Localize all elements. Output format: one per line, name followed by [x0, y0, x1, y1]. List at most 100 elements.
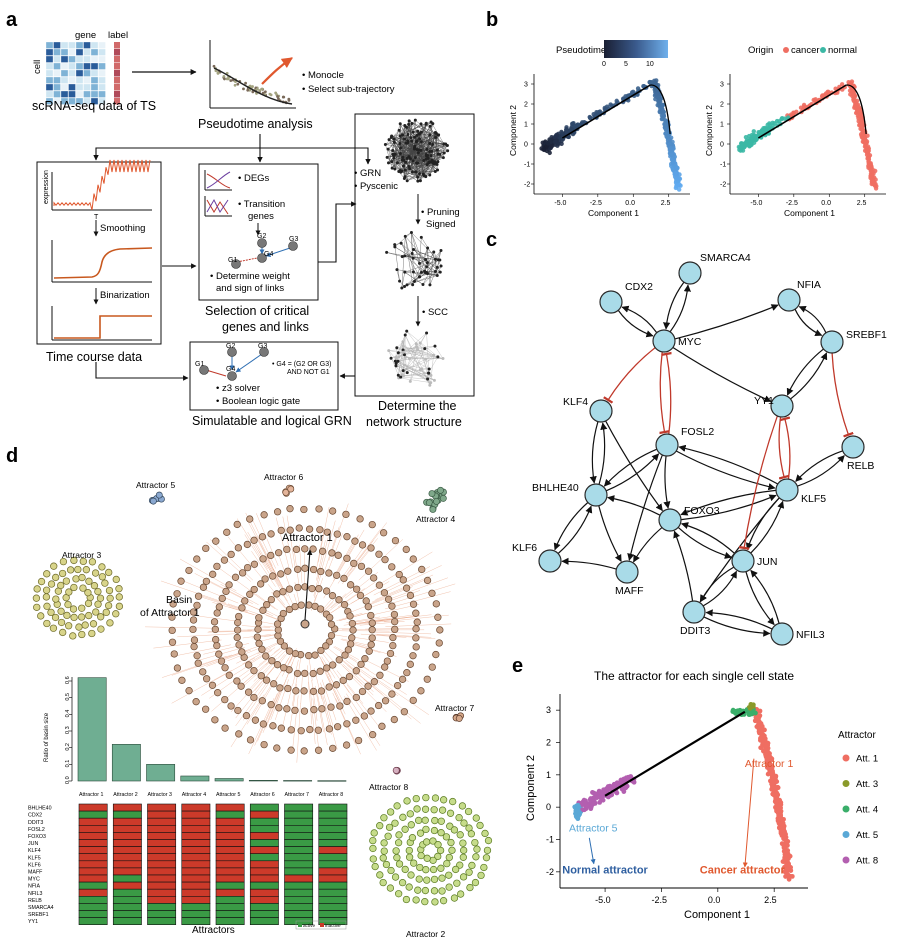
state-node: [472, 853, 480, 861]
state-node: [369, 844, 377, 853]
bar-5: [214, 778, 244, 782]
state-node: [393, 854, 401, 862]
state-node: [354, 736, 363, 745]
cell-point: [764, 749, 770, 755]
state-node: [66, 566, 75, 574]
edge-klf5-relb: [797, 455, 845, 487]
cell-point: [614, 98, 619, 104]
cell-point: [575, 813, 581, 819]
heat-cell: [147, 881, 177, 890]
state-node: [398, 879, 407, 887]
transition-genes-text: genes: [248, 211, 274, 222]
grn-node: [415, 133, 419, 137]
grn-edge: [402, 375, 431, 377]
state-node: [170, 650, 178, 658]
bar-y-tick-label: 0.3: [65, 726, 71, 734]
basin-edge: [320, 601, 334, 615]
heat-cell: [318, 817, 348, 826]
state-node: [79, 584, 87, 592]
cell-point: [849, 79, 855, 84]
grn-edge: [409, 348, 425, 359]
heat-cell: [147, 888, 177, 897]
basin-edge: [374, 614, 432, 622]
state-node: [468, 861, 476, 870]
matrix-cell: [68, 76, 76, 84]
matrix-cell: [98, 69, 106, 77]
grn-node: [425, 331, 429, 335]
cell-point: [759, 734, 765, 739]
attractor-1-pointer: [304, 549, 313, 621]
state-node: [428, 589, 436, 597]
cell-point: [594, 795, 600, 801]
state-node: [263, 601, 271, 609]
grn-edge: [406, 330, 438, 357]
heat-legend-active-label: active: [303, 923, 315, 928]
basin-edge: [311, 679, 318, 721]
cell-point: [655, 102, 660, 108]
e-legend-label-0: Att. 1: [856, 754, 878, 765]
node-label-nfil3: NFIL3: [796, 629, 825, 641]
heat-cell: [318, 867, 348, 876]
state-transition-networks: [32, 484, 493, 906]
grn-node: [401, 344, 405, 348]
bar-2: [111, 744, 141, 782]
cell-point: [784, 871, 790, 876]
heat-cell: [181, 903, 211, 911]
edge-myc-nfia: [674, 304, 779, 340]
matrix-label-label: label: [108, 30, 128, 41]
edge-relb-klf5: [795, 450, 843, 482]
state-node: [423, 838, 431, 846]
state-node: [343, 554, 351, 563]
grn-node: [412, 147, 416, 151]
y-tick-label: -2: [524, 182, 530, 189]
grn-edge: [404, 365, 432, 376]
state-node: [291, 649, 300, 658]
e-x-tick-label: 2.5: [764, 895, 777, 905]
cell-point: [783, 849, 789, 855]
basin-edge: [170, 644, 232, 658]
pseudotime-dot: [212, 64, 216, 68]
state-node: [62, 577, 71, 585]
grn-node: [398, 169, 402, 173]
matrix-cell: [75, 55, 84, 63]
state-node: [189, 616, 198, 624]
state-node: [429, 865, 438, 874]
e-y-tick-label: -2: [546, 867, 554, 877]
state-node: [381, 663, 389, 671]
heat-cell: [181, 874, 211, 883]
grn-node: [411, 270, 415, 274]
state-node: [438, 887, 446, 895]
state-node: [405, 883, 413, 891]
heat-cell: [249, 910, 279, 918]
grn-node: [395, 346, 399, 350]
matrix-label-cell: [114, 84, 120, 91]
node-label-srebf1: SREBF1: [846, 329, 887, 341]
cell-point: [660, 108, 666, 114]
node-relb: [841, 435, 865, 459]
grn-edge: [434, 346, 444, 359]
attractor-1-label: Attractor 1: [282, 532, 333, 544]
degs-bullet: • DEGs: [238, 173, 270, 184]
heat-cell: [215, 874, 245, 883]
grn-edge: [404, 255, 426, 260]
grn-edge: [398, 346, 404, 358]
state-node: [241, 597, 249, 605]
pseudotime-caption: Pseudotime analysis: [198, 117, 313, 131]
cell-point: [559, 141, 564, 146]
grn-node: [432, 378, 436, 382]
matrix-cell: [53, 69, 61, 77]
selection-caption-2: genes and links: [222, 320, 309, 334]
inhibition-myc-klf4: [603, 347, 656, 404]
bar-x-label-2: Attractor 2: [113, 792, 137, 798]
bar-x-label-4: Attractor 4: [182, 792, 206, 798]
y-tick-label: 3: [720, 82, 724, 89]
grn-node: [428, 142, 432, 146]
heat-cell: [147, 810, 177, 819]
basin-edge: [242, 648, 271, 665]
grn-node: [433, 269, 437, 273]
grn-node: [433, 257, 437, 261]
edge-myc-cdx2: [621, 305, 658, 333]
cell-point: [749, 139, 755, 144]
edge-fosl2-foxo3: [663, 455, 671, 509]
